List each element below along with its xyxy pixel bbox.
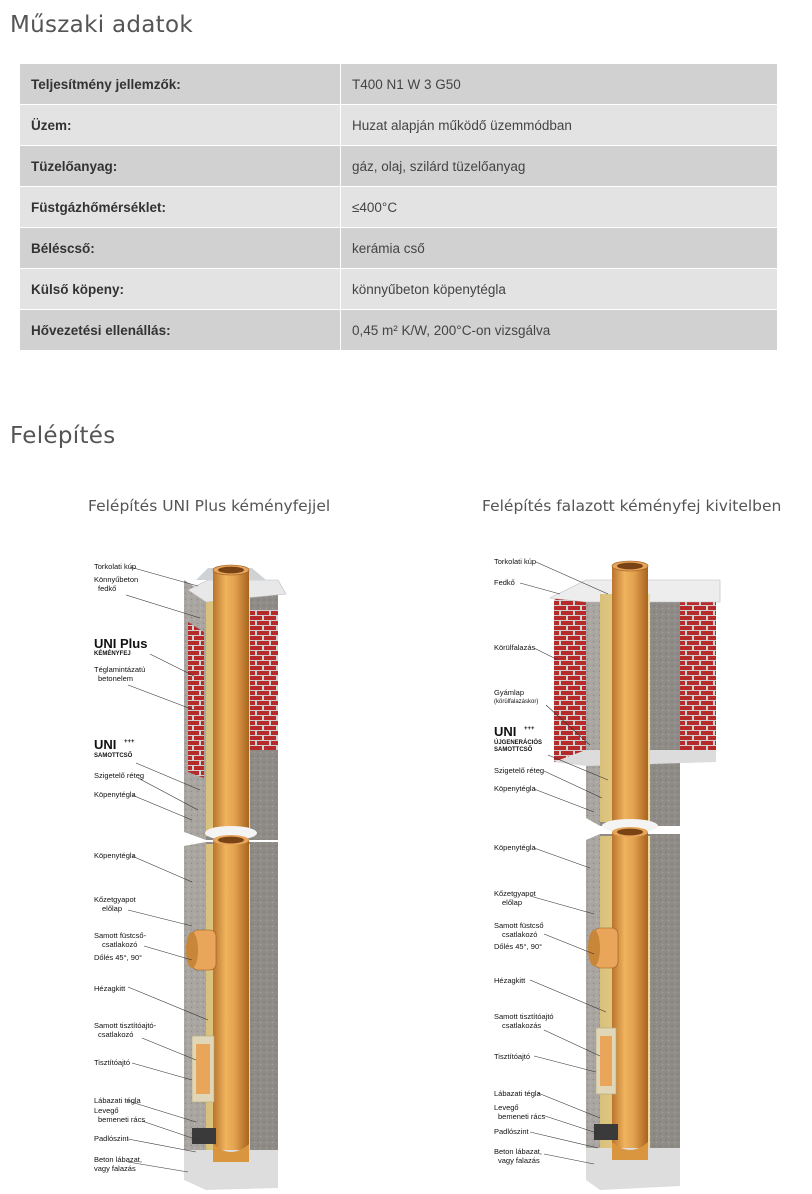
label-torkolati-kup: Torkolati kúp <box>94 562 136 571</box>
leader-lines <box>125 566 209 1173</box>
chimney-head <box>548 560 721 833</box>
label-levego: Levegő <box>494 1103 519 1112</box>
chimney-base <box>184 835 278 1190</box>
spec-label: Füstgázhőmérséklet: <box>20 186 341 228</box>
label-kozetgyapot: előlap <box>502 898 522 907</box>
label-levego: Levegő <box>94 1106 119 1115</box>
label-szigetelo: Szigetelő réteg <box>94 771 144 780</box>
spec-value: Huzat alapján működő üzemmódban <box>340 104 777 146</box>
label-torkolati-kup: Torkolati kúp <box>494 557 536 566</box>
label-uni: UNI <box>94 737 116 752</box>
label-padloszint: Padlószint <box>94 1134 130 1143</box>
spec-label: Üzem: <box>20 104 341 146</box>
label-teglaminta: Téglamintázatú <box>94 665 145 674</box>
label-beton: Beton lábazat, <box>94 1155 142 1164</box>
label-levego: bemeneti rács <box>98 1115 145 1124</box>
label-uni-sup: +++ <box>124 739 135 745</box>
spec-value: T400 N1 W 3 G50 <box>340 64 777 105</box>
table-row: Üzem:Huzat alapján működő üzemmódban <box>20 104 777 146</box>
figure1-diagram: Torkolati kúp Könnyűbeton fedkő UNI Plus… <box>94 562 287 1190</box>
label-gyamlap: Gyámlap <box>494 688 524 697</box>
table-row: Hővezetési ellenállás:0,45 m² K/W, 200°C… <box>20 309 777 351</box>
figure2-diagram: Torkolati kúp Fedkő Körülfalazás Gyámlap… <box>494 557 721 1190</box>
label-beton: vagy falazás <box>94 1164 136 1173</box>
label-tisztito: csatlakozó <box>98 1030 133 1039</box>
spec-label: Tüzelőanyag: <box>20 145 341 187</box>
label-padloszint: Padlószint <box>494 1127 530 1136</box>
table-row: Tüzelőanyag:gáz, olaj, szilárd tüzelőany… <box>20 145 777 187</box>
label-kemenyfej: KÉMÉNYFEJ <box>94 649 131 657</box>
label-kozetgyapot: előlap <box>102 904 122 913</box>
structure-heading: Felépítés <box>10 423 116 449</box>
label-szigetelo: Szigetelő réteg <box>494 766 544 775</box>
leader-lines <box>519 561 609 1165</box>
spec-value: ≤400°C <box>340 186 777 228</box>
label-labazati: Lábazati tégla <box>94 1096 142 1105</box>
spec-label: Béléscső: <box>20 227 341 269</box>
label-uni: UNI <box>494 724 516 739</box>
label-teglaminta: betonelem <box>98 674 133 683</box>
chimney-head <box>184 564 287 840</box>
label-fedko: Fedkő <box>494 578 515 587</box>
label-fustcso: csatlakozó <box>102 940 137 949</box>
specs-table: Teljesítmény jellemzők:T400 N1 W 3 G50 Ü… <box>20 64 777 351</box>
label-doles: Dőlés 45°, 90° <box>494 942 542 951</box>
label-tisztito: Samott tisztítóajtó <box>494 1012 554 1021</box>
chimney-base <box>586 827 680 1190</box>
label-kopenytegla: Köpenytégla <box>494 784 537 793</box>
label-fedko: fedkő <box>98 584 116 593</box>
label-samottcso: SAMOTTCSŐ <box>494 746 533 753</box>
label-kopenytegla: Köpenytégla <box>94 851 137 860</box>
label-hezagkitt: Hézagkitt <box>494 976 526 985</box>
spec-label: Teljesítmény jellemzők: <box>20 64 341 105</box>
label-kozetgyapot: Kőzetgyapot <box>494 889 537 898</box>
label-korulfalazas: Körülfalazás <box>494 643 536 652</box>
figure1-title: Felépítés UNI Plus kéményfejjel <box>88 497 331 515</box>
label-tisztitoajto: Tisztítóajtó <box>494 1052 530 1061</box>
label-labazati: Lábazati tégla <box>494 1089 542 1098</box>
label-fustcso: Samott füstcső- <box>94 931 147 940</box>
label-fustcso: Samott füstcső <box>494 921 544 930</box>
label-kozetgyapot: Kőzetgyapot <box>94 895 137 904</box>
label-kopenytegla: Köpenytégla <box>94 790 137 799</box>
table-row: Külső köpeny:könnyűbeton köpenytégla <box>20 268 777 310</box>
label-doles: Dőlés 45°, 90° <box>94 953 142 962</box>
label-uni-sup: +++ <box>524 726 535 732</box>
spec-value: gáz, olaj, szilárd tüzelőanyag <box>340 145 777 187</box>
label-fustcso: csatlakozó <box>502 930 537 939</box>
table-row: Teljesítmény jellemzők:T400 N1 W 3 G50 <box>20 64 777 105</box>
label-tisztito: Samott tisztítóajtó- <box>94 1021 157 1030</box>
label-kopenytegla: Köpenytégla <box>494 843 537 852</box>
label-fedko: Könnyűbeton <box>94 575 138 584</box>
label-uniplus: UNI Plus <box>94 636 147 651</box>
label-hezagkitt: Hézagkitt <box>94 984 126 993</box>
label-beton: Beton lábazat, <box>494 1147 542 1156</box>
label-tisztito: csatlakozás <box>502 1021 541 1030</box>
spec-label: Hővezetési ellenállás: <box>20 309 341 351</box>
table-row: Béléscső:kerámia cső <box>20 227 777 269</box>
figure2-title: Felépítés falazott kéményfej kivitelben <box>482 497 782 515</box>
spec-value: kerámia cső <box>340 227 777 269</box>
label-samottcso: SAMOTTCSŐ <box>94 752 133 759</box>
label-gyamlap: (körülfalazáskor) <box>494 699 538 705</box>
specs-heading: Műszaki adatok <box>10 12 193 38</box>
spec-value: 0,45 m² K/W, 200°C-on vizsgálva <box>340 309 777 351</box>
label-tisztitoajto: Tisztítóajtó <box>94 1058 130 1067</box>
table-row: Füstgázhőmérséklet:≤400°C <box>20 186 777 228</box>
spec-value: könnyűbeton köpenytégla <box>340 268 777 310</box>
label-ujgeneracios: ÚJGENERÁCIÓS <box>494 738 542 746</box>
label-levego: bemeneti rács <box>498 1112 545 1121</box>
spec-label: Külső köpeny: <box>20 268 341 310</box>
label-beton: vagy falazás <box>498 1156 540 1165</box>
